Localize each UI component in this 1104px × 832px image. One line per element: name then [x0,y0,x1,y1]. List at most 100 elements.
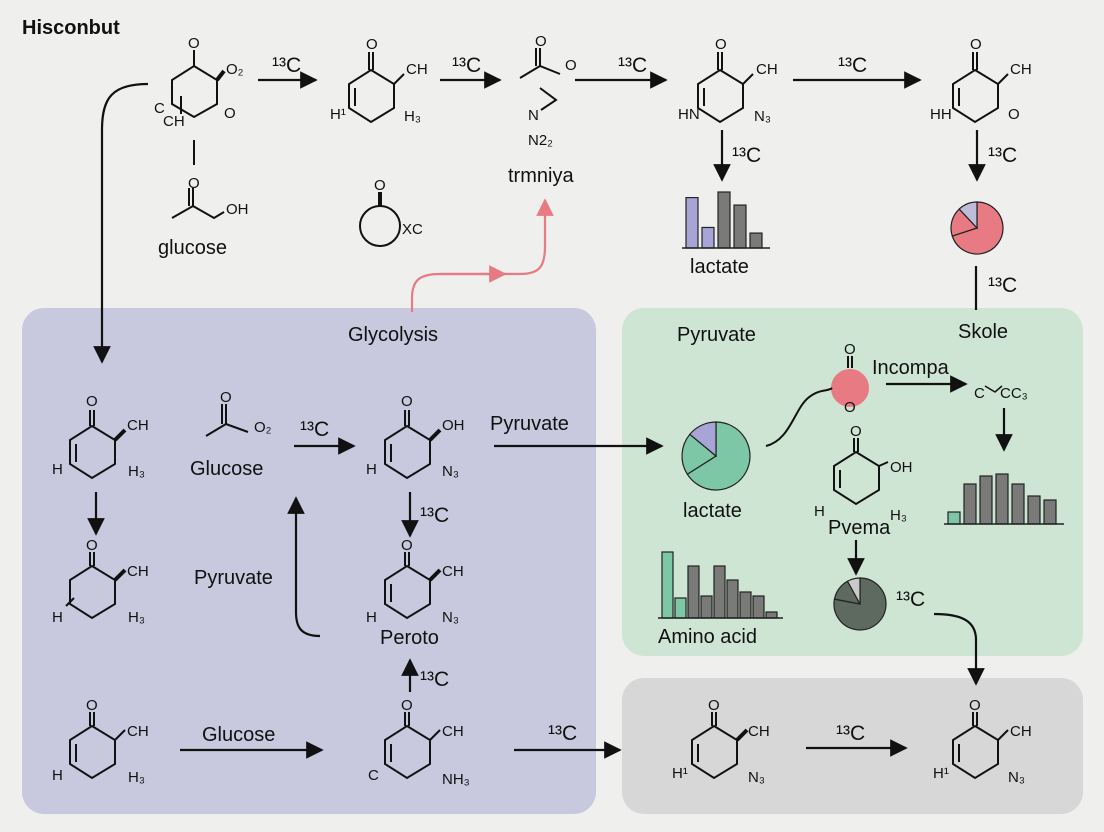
atom: HH [930,106,952,123]
glucose-label: glucose [158,237,227,259]
glycolysis-label: Glycolysis [348,324,438,346]
molecule-top-5 [952,52,1009,124]
atom: O [401,697,413,714]
atom: O [850,423,862,440]
svg-text:O: O [224,105,236,122]
atom: CH [1010,61,1032,78]
atom: OH [890,459,913,476]
pie-slice [681,433,718,476]
atom: H¹ [672,765,688,782]
atom: O [366,36,378,53]
top-arrows [93,71,986,364]
atom: CH [127,723,149,740]
c13-label: ¹³C [838,54,867,77]
svg-text:C: C [154,100,165,117]
atom: CH [1010,723,1032,740]
atom: H₃ [128,463,145,480]
pie-chart-top [950,201,1004,255]
c13-label: ¹³C [836,722,865,745]
atom: O [220,389,232,406]
atom: O [86,697,98,714]
atom: O [565,57,577,74]
atom: CC₃ [1000,385,1028,402]
c13-label: ¹³C [732,144,761,167]
pyruvate-arrow-label: Pyruvate [490,413,569,435]
molecule-b2 [952,712,1009,780]
diagram-title: Hisconbut [22,17,120,39]
atom: O [969,697,981,714]
atom: O [970,36,982,53]
chart-bar [963,483,977,525]
molecule-top-3-sub [359,192,401,247]
c13-label: ¹³C [988,144,1017,167]
pyruvate-left-label: Pyruvate [194,567,273,589]
pie-slice [958,201,978,230]
chart-bar [713,565,726,619]
c13-label: ¹³C [548,722,577,745]
pvema-label: Pvema [828,517,891,539]
atom: H₃ [890,507,907,524]
molecule-g3 [384,410,442,480]
atom: H¹ [933,765,949,782]
molecule-g6 [69,712,126,780]
molecule-g4 [65,552,127,620]
atom: N₃ [1008,769,1025,786]
chart-bar [1043,499,1057,525]
atom: N₃ [754,108,771,125]
atom: H₃ [404,108,421,125]
pink-arrow [410,198,554,312]
atom: H¹ [330,106,346,123]
atom: C [974,385,985,402]
atom: O [1008,106,1020,123]
atom: OH [442,417,465,434]
atom: H [52,767,63,784]
chart-bar [717,191,731,249]
c13-label: ¹³C [452,54,481,77]
lactate-mid-label: lactate [683,500,742,522]
molecule-g5 [384,552,442,620]
molecule-g1 [69,410,127,480]
molecule-top-4 [697,52,754,124]
atom: H₃ [128,769,145,786]
lactate-label: lactate [690,256,749,278]
molecule-glucose-sub [171,140,225,220]
c13-label: ¹³C [272,54,301,77]
molecule-g7 [384,712,441,780]
molecule-b1 [691,712,749,780]
atom: O [844,399,856,416]
c13-label: ¹³C [618,54,647,77]
atom: H [814,503,825,520]
atom: CH [442,563,464,580]
atom: O [401,393,413,410]
atom: N₃ [748,769,765,786]
atom: O [374,177,386,194]
atom: O [86,393,98,410]
atom: O [86,537,98,554]
atom: H₃ [128,609,145,626]
atom: NH₃ [442,771,470,788]
atom: CH [406,61,428,78]
bar-chart-lactate [682,191,770,249]
pyruvate-panel-label: Pyruvate [677,324,756,346]
molecule-p1 [765,356,869,447]
atom: N₃ [442,463,459,480]
atom: CH [748,723,770,740]
molecule-p2 [984,385,1003,393]
pie-slice [688,421,717,458]
c13-label: ¹³C [420,504,449,527]
molecule-top-3 [519,48,561,111]
pie-slice [833,577,887,631]
chart-bar [674,597,687,619]
trmniya-label: trmniya [508,165,574,187]
molecule-p3 [833,438,889,506]
atom: CH [127,417,149,434]
atom: CH [756,61,778,78]
c13-label: ¹³C [300,418,329,441]
atom: CH [127,563,149,580]
atom: OH [226,201,249,218]
atom: N [528,107,539,124]
atom: O [401,537,413,554]
chart-bar [1011,483,1025,525]
atom: HN [678,106,700,123]
